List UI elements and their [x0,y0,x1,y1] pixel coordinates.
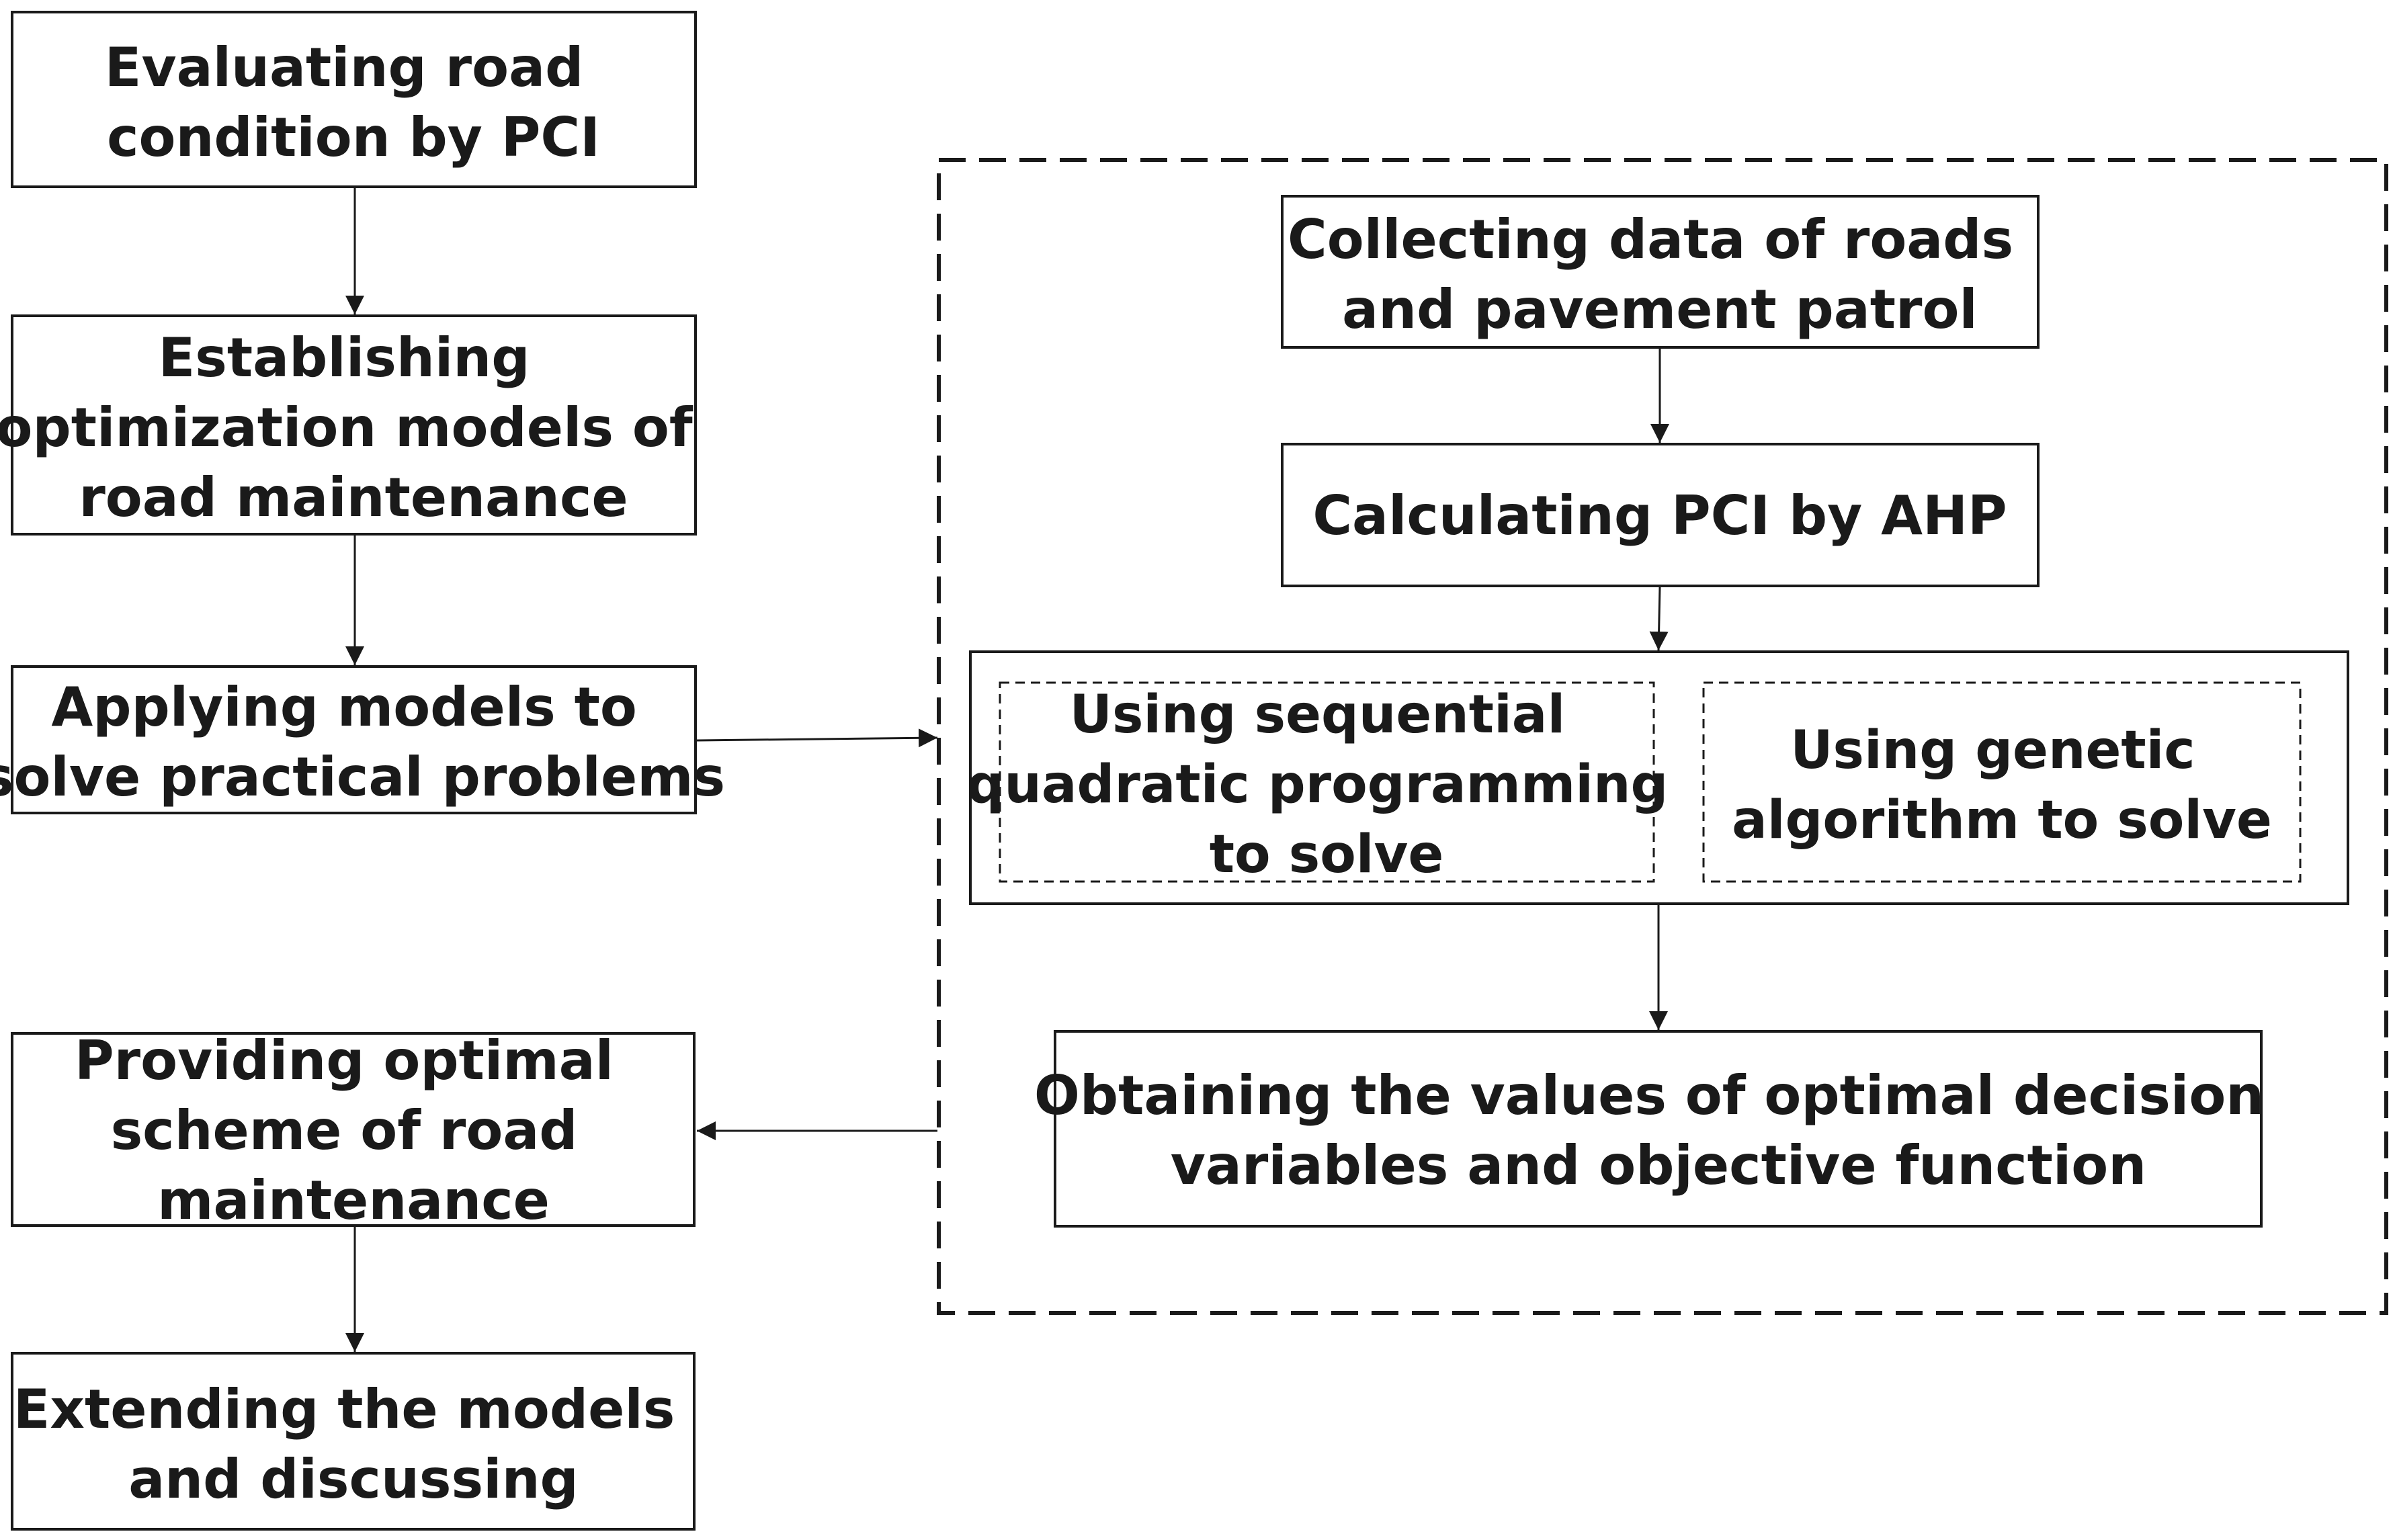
step-extending-label: Extending the models and discussing [13,1378,694,1510]
arrow-applying-to-group [696,728,938,748]
step-applying-box [11,665,697,814]
sqp-method-box [999,681,1655,883]
step-establishing-label: Establishing optimization models of road… [0,327,712,529]
calc-pci-label: Calculating PCI by AHP [1312,484,2007,547]
step-extending-box [11,1352,696,1531]
step-evaluating-box [11,11,697,188]
step-applying-label: Applying models to solve practical probl… [0,676,725,808]
sqp-method-label: Using sequential quadratic programming t… [967,685,1687,885]
calc-pci-box [1281,443,2040,587]
obtain-values-box [1054,1030,2263,1228]
ga-method-label: Using genetic algorithm to solve [1732,720,2272,851]
ga-method-box [1702,681,2302,883]
obtain-values-label: Obtaining the values of optimal decision… [1034,1064,2283,1197]
collect-data-box [1281,195,2040,349]
collect-data-label: Collecting data of roads and pavement pa… [1288,208,2032,341]
step-establishing-box [11,314,697,536]
arrow-calc-to-solve [1649,587,1669,651]
step-providing-box [11,1032,696,1227]
process-group-frame [937,158,2388,1315]
step-providing-label: Providing optimal scheme of road mainten… [75,1029,632,1232]
step-evaluating-label: Evaluating road condition by PCI [105,36,602,169]
